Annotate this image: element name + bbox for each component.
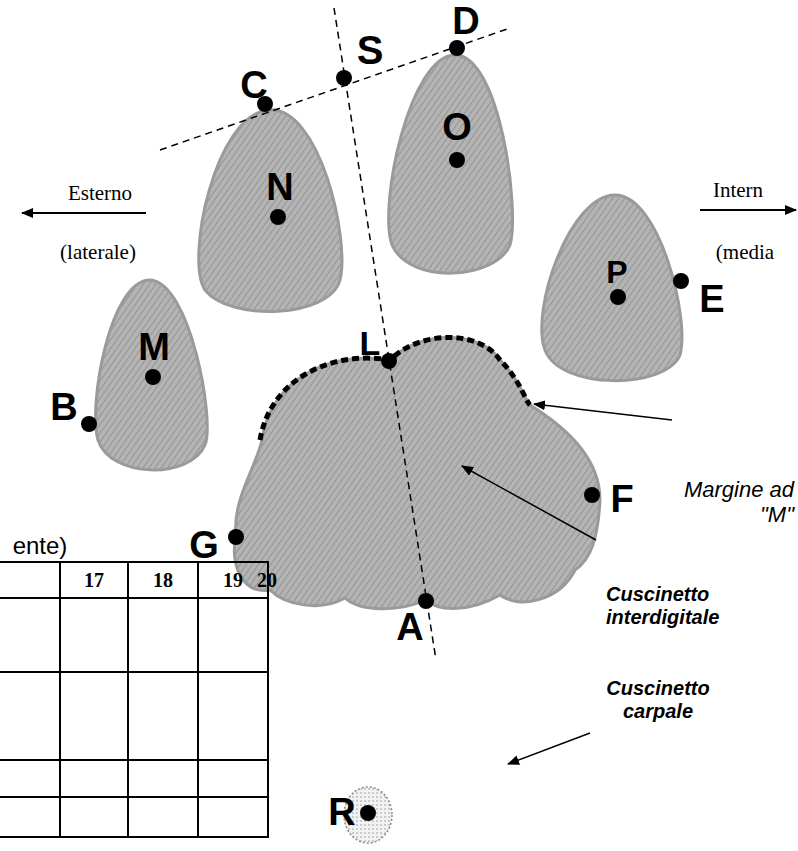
leader-arrow: [508, 733, 590, 764]
direction-label: (media: [716, 240, 774, 264]
table-header: 17: [84, 569, 104, 592]
pad: [96, 55, 682, 609]
direction-label: Esterno: [68, 181, 132, 205]
m-margin-line: [260, 338, 530, 441]
direction-label: Intern: [713, 178, 763, 202]
point-letter: F: [610, 478, 633, 522]
direction-arrow: [700, 209, 796, 211]
direction-arrow: [22, 212, 146, 214]
dashed-line: [160, 28, 510, 150]
leader-arrow: [534, 404, 672, 420]
dashed-line: [334, 8, 436, 660]
point-letter: M: [138, 326, 170, 370]
point-letter: L: [360, 324, 381, 363]
point-letter: O: [442, 106, 472, 150]
point-letter: N: [266, 166, 293, 210]
point-letter: R: [328, 791, 355, 835]
point-dot: [81, 40, 689, 821]
table-header: 18: [153, 569, 173, 592]
leader-arrow: [462, 466, 596, 540]
point-letter: P: [606, 254, 627, 291]
table-header: 20: [257, 569, 277, 592]
point-letter: E: [699, 278, 724, 322]
point-letter: S: [357, 27, 384, 73]
point-letter: C: [240, 64, 267, 108]
point-letter: D: [452, 0, 479, 44]
point-letter: G: [189, 524, 219, 568]
point-letter: B: [50, 386, 77, 430]
callout-label: Cuscinetto interdigitale: [606, 583, 746, 629]
point-letter: A: [396, 606, 423, 650]
callout-label: Cuscinetto carpale: [593, 677, 723, 723]
table-header: 19: [223, 569, 243, 592]
table-grid: [0, 562, 268, 837]
direction-label: (laterale): [60, 240, 136, 264]
table-caption: ente): [13, 532, 68, 560]
callout-label: Margine ad "M": [682, 477, 794, 528]
